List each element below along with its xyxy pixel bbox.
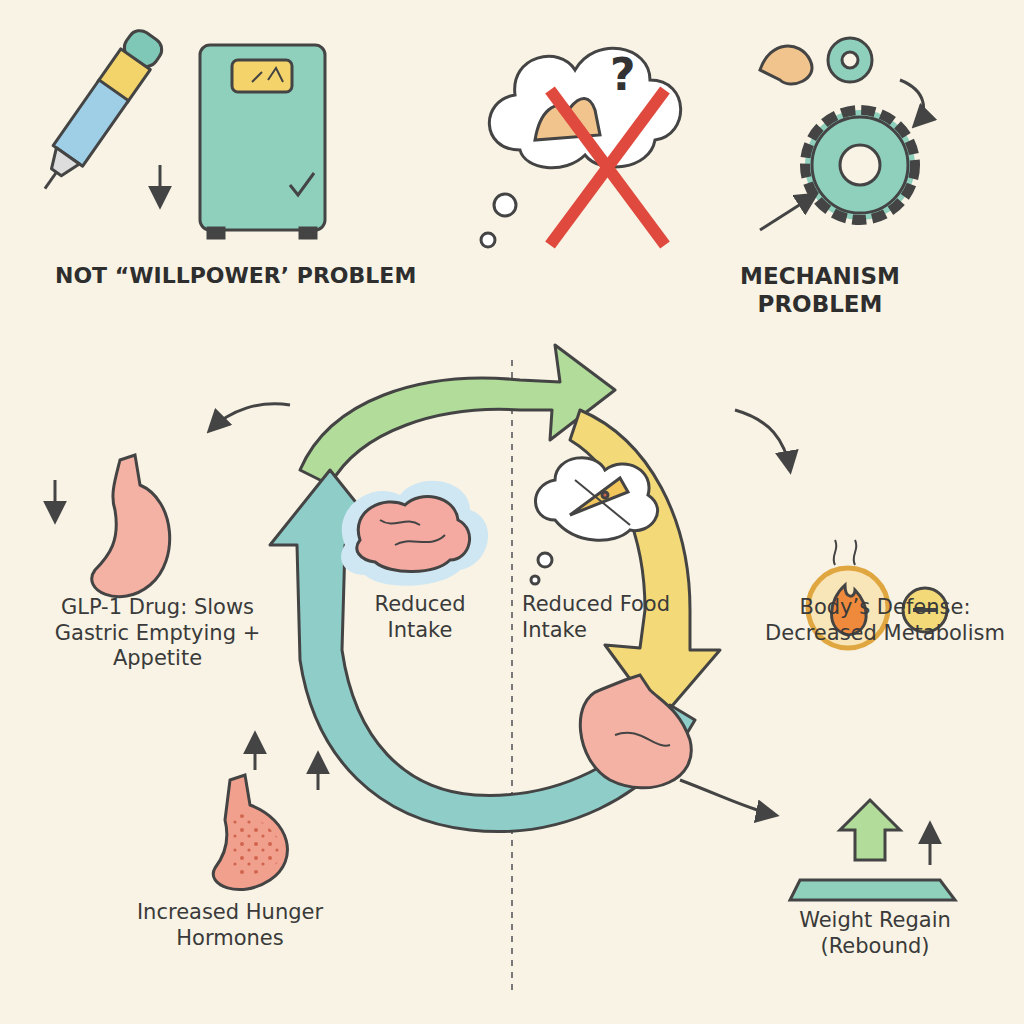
step-label: Reduced Food Intake [522,592,707,643]
regain-scale [680,780,955,900]
willpower-thought: ? [481,48,681,247]
brain-icon [341,481,488,586]
stomach-icon [580,675,691,788]
gear-icons [760,38,923,230]
svg-text:?: ? [610,49,636,100]
injection-pen [30,26,166,205]
step-label: GLP-1 Drug: Slows Gastric Emptying + App… [30,595,285,672]
heading-label: MECHANISM PROBLEM [700,262,940,318]
stomach-icon [55,404,290,597]
pizza-thought [531,458,658,584]
weighing-scale [200,45,325,238]
step-label: Increased Hunger Hormones [110,900,350,951]
hunger-stomach [213,735,318,890]
step-label: Reduced Intake [345,592,495,643]
step-label: Weight Regain (Rebound) [745,908,1005,959]
divider [511,360,513,990]
heading-label: NOT “WILLPOWER’ PROBLEM [55,263,475,290]
cycle-arrows [270,345,720,832]
step-label: Body’s Defense: Decreased Metabolism [765,595,1005,646]
